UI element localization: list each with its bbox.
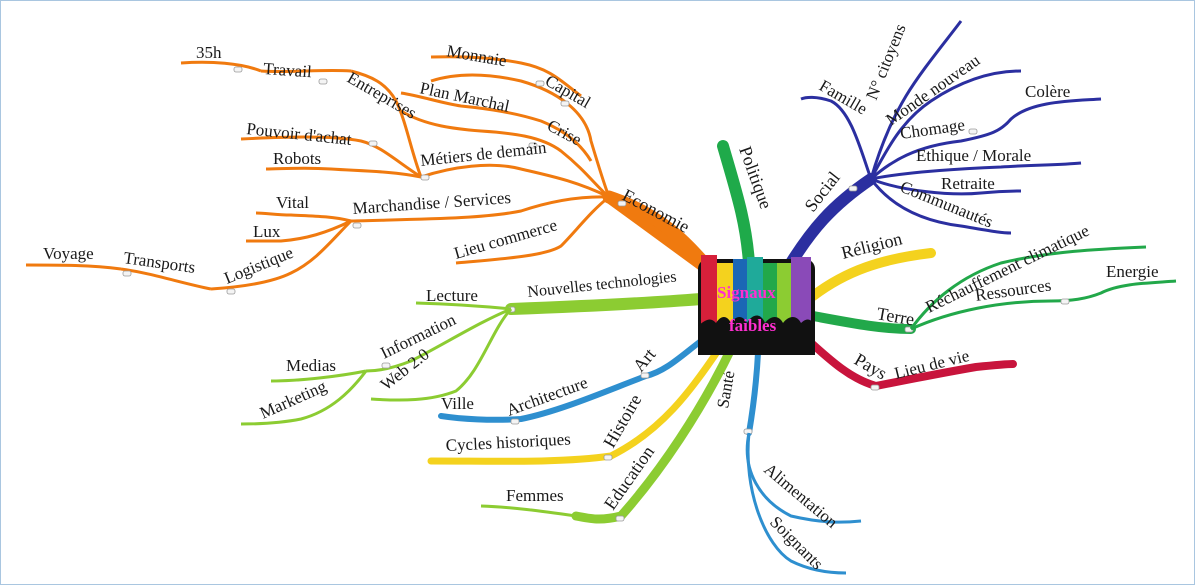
robots-label: Robots <box>273 149 321 168</box>
branch-politique[interactable]: Politique <box>717 140 776 269</box>
ville-label: Ville <box>441 394 474 413</box>
lecture-label: Lecture <box>426 286 478 305</box>
monde-nouveau-label: Monde nouveau <box>882 50 983 129</box>
pouvoir-achat-label: Pouvoir d'achat <box>246 119 353 149</box>
branch-art[interactable]: Art Architecture Ville <box>438 338 704 425</box>
voyage-label: Voyage <box>43 244 94 263</box>
logistique-label: Logistique <box>221 243 296 288</box>
monnaie-label: Monnaie <box>445 41 508 70</box>
center-title-line2: faibles <box>729 316 777 335</box>
plan-marchal-label: Plan Marchal <box>418 78 511 116</box>
marketing-label: Marketing <box>257 376 330 422</box>
vital-label: Vital <box>276 193 309 212</box>
retraite-label: Retraite <box>941 174 995 193</box>
marchandise-label: Marchandise / Services <box>352 188 512 218</box>
lieu-commerce-label: Lieu commerce <box>452 215 559 263</box>
citoyens-label: N° citoyens <box>862 21 910 102</box>
node-marchandise[interactable]: Marchandise / Services Vital Lux Logisti… <box>25 188 512 295</box>
branch-social[interactable]: Social Famille N° citoyens Monde nouveau… <box>785 20 1102 269</box>
energie-label: Energie <box>1106 262 1159 281</box>
travail-label: Travail <box>263 59 313 81</box>
colere-label: Colère <box>1025 82 1070 101</box>
node-lieu-commerce[interactable]: Lieu commerce <box>452 215 559 263</box>
transports-label: Transports <box>122 248 196 277</box>
femmes-label: Femmes <box>506 486 564 505</box>
node-metiers[interactable]: Métiers de demain Pouvoir d'achat Robots <box>240 119 548 181</box>
branch-pays[interactable]: Pays Lieu de vie <box>805 337 1017 391</box>
center-title-line1: Signaux <box>717 283 776 302</box>
lux-label: Lux <box>253 222 281 241</box>
cycles-label: Cycles historiques <box>445 429 571 455</box>
branch-sante[interactable]: Santé Alimentation Soignants <box>713 350 862 575</box>
h35-label: 35h <box>196 43 222 62</box>
nouvelles-label: Nouvelles technologies <box>527 268 678 301</box>
ethique-label: Ethique / Morale <box>916 146 1031 165</box>
branch-religion[interactable]: Réligion <box>808 228 936 301</box>
medias-label: Medias <box>286 356 336 375</box>
center-node[interactable]: Signaux faibles <box>698 255 815 355</box>
